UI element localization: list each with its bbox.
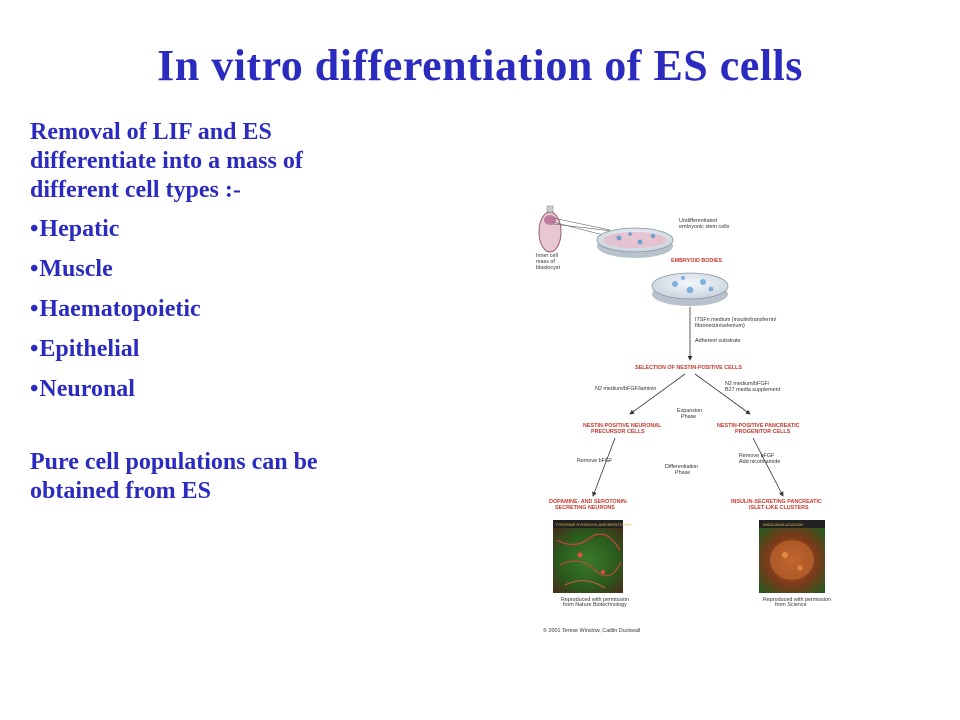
intro-text: Removal of LIF and ES differentiate into… [30, 119, 303, 203]
list-item-text: Muscle [39, 256, 113, 282]
differentiation-phase-1: Differentiation [665, 464, 698, 470]
islets-label-1: INSULIN-SECRETING PANCREATIC [731, 499, 822, 505]
n2-left-label: N2 medium/bFGF/laminin [595, 386, 656, 392]
islet-micrograph: INSULIN/GLUCAGON [759, 520, 825, 593]
expansion-phase-1: Expansion [677, 408, 702, 414]
outro-text: Pure cell populations can be obtained fr… [30, 449, 318, 504]
list-item: •Muscle [30, 255, 430, 284]
n2-right-label-2: B27 media supplement [725, 387, 781, 393]
neuron-micrograph: TYROSINE HYDROXYLASE/SEROTONIN [553, 520, 631, 593]
list-item: •Neuronal [30, 375, 430, 404]
repro-left-1: Reproduced with permission [561, 597, 629, 603]
embryoid-bodies-label: EMBRYOID BODIES [671, 258, 722, 264]
itsfn-label-1: ITSFn medium (insulin/transferrin/ [695, 317, 777, 323]
slide-title: In vitro differentiation of ES cells [157, 41, 803, 90]
list-item: •Haematopoietic [30, 295, 430, 324]
repro-left-2: from Nature Biotechnology [563, 602, 627, 608]
bullet-symbol: • [30, 296, 39, 322]
itsfn-label-2: fibronectin/selenium) [695, 323, 745, 329]
neurons-label-1: DOPAMINE- AND SEROTONIN- [549, 499, 628, 505]
undiff-label-1: Undifferentiated [679, 218, 717, 224]
neuronal-precursor-2: PRECURSOR CELLS [591, 429, 645, 435]
repro-right-1: Reproduced with permission [763, 597, 831, 603]
pancreatic-progenitor-1: NESTIN-POSITIVE PANCREATIC [717, 423, 800, 429]
expansion-phase-2: Phase [681, 414, 696, 420]
blastocyst-label-3: blastocyst [536, 265, 560, 271]
remove-bfgf-left: Remove bFGF [577, 458, 613, 464]
bullet-symbol: • [30, 256, 39, 282]
list-item: •Hepatic [30, 215, 430, 244]
copyright-label: © 2001 Terese Winslow, Caitlin Duckwall [543, 627, 640, 634]
slide-body: Removal of LIF and ES differentiate into… [30, 118, 430, 506]
stain-left-label: TYROSINE HYDROXYLASE/SEROTONIN [555, 522, 631, 527]
remove-bfgf-right-2: Add nicotinamide [739, 459, 780, 465]
differentiation-phase-2: Phase [675, 470, 690, 476]
differentiation-diagram: Inner cell mass of blastocyst Undifferen… [536, 205, 831, 634]
embryoid-dish [651, 272, 729, 306]
adherent-label: Adherent substrate [695, 338, 741, 344]
n2-right-label-1: N2 medium/bFGF/ [725, 381, 770, 387]
bullet-symbol: • [30, 216, 39, 242]
selection-label: SELECTION OF NESTIN-POSITIVE CELLS [635, 365, 742, 371]
list-item-text: Haematopoietic [39, 296, 201, 322]
cell-type-list: •Hepatic •Muscle •Haematopoietic •Epithe… [30, 215, 430, 404]
list-item: •Epithelial [30, 335, 430, 364]
neuronal-precursor-1: NESTIN-POSITIVE NEURONAL [583, 423, 662, 429]
undiff-label-2: embryonic stem cells [679, 224, 730, 230]
list-item-text: Epithelial [39, 336, 140, 362]
pancreatic-progenitor-2: PROGENITOR CELLS [735, 429, 791, 435]
stain-right-label: INSULIN/GLUCAGON [763, 522, 803, 527]
blastocyst-label-1: Inner cell [536, 253, 558, 259]
es-cell-dish [596, 227, 674, 258]
islets-label-2: ISLET-LIKE CLUSTERS [749, 505, 809, 511]
repro-right-2: from Science [775, 602, 806, 608]
list-item-text: Hepatic [39, 216, 120, 242]
bullet-symbol: • [30, 336, 39, 362]
bullet-symbol: • [30, 376, 39, 402]
remove-bfgf-right-1: Remove bFGF [739, 453, 775, 459]
neurons-label-2: SECRETING NEURONS [555, 505, 615, 511]
blastocyst-label-2: mass of [536, 259, 555, 265]
blastocyst: Inner cell mass of blastocyst [536, 205, 562, 271]
list-item-text: Neuronal [39, 376, 135, 402]
